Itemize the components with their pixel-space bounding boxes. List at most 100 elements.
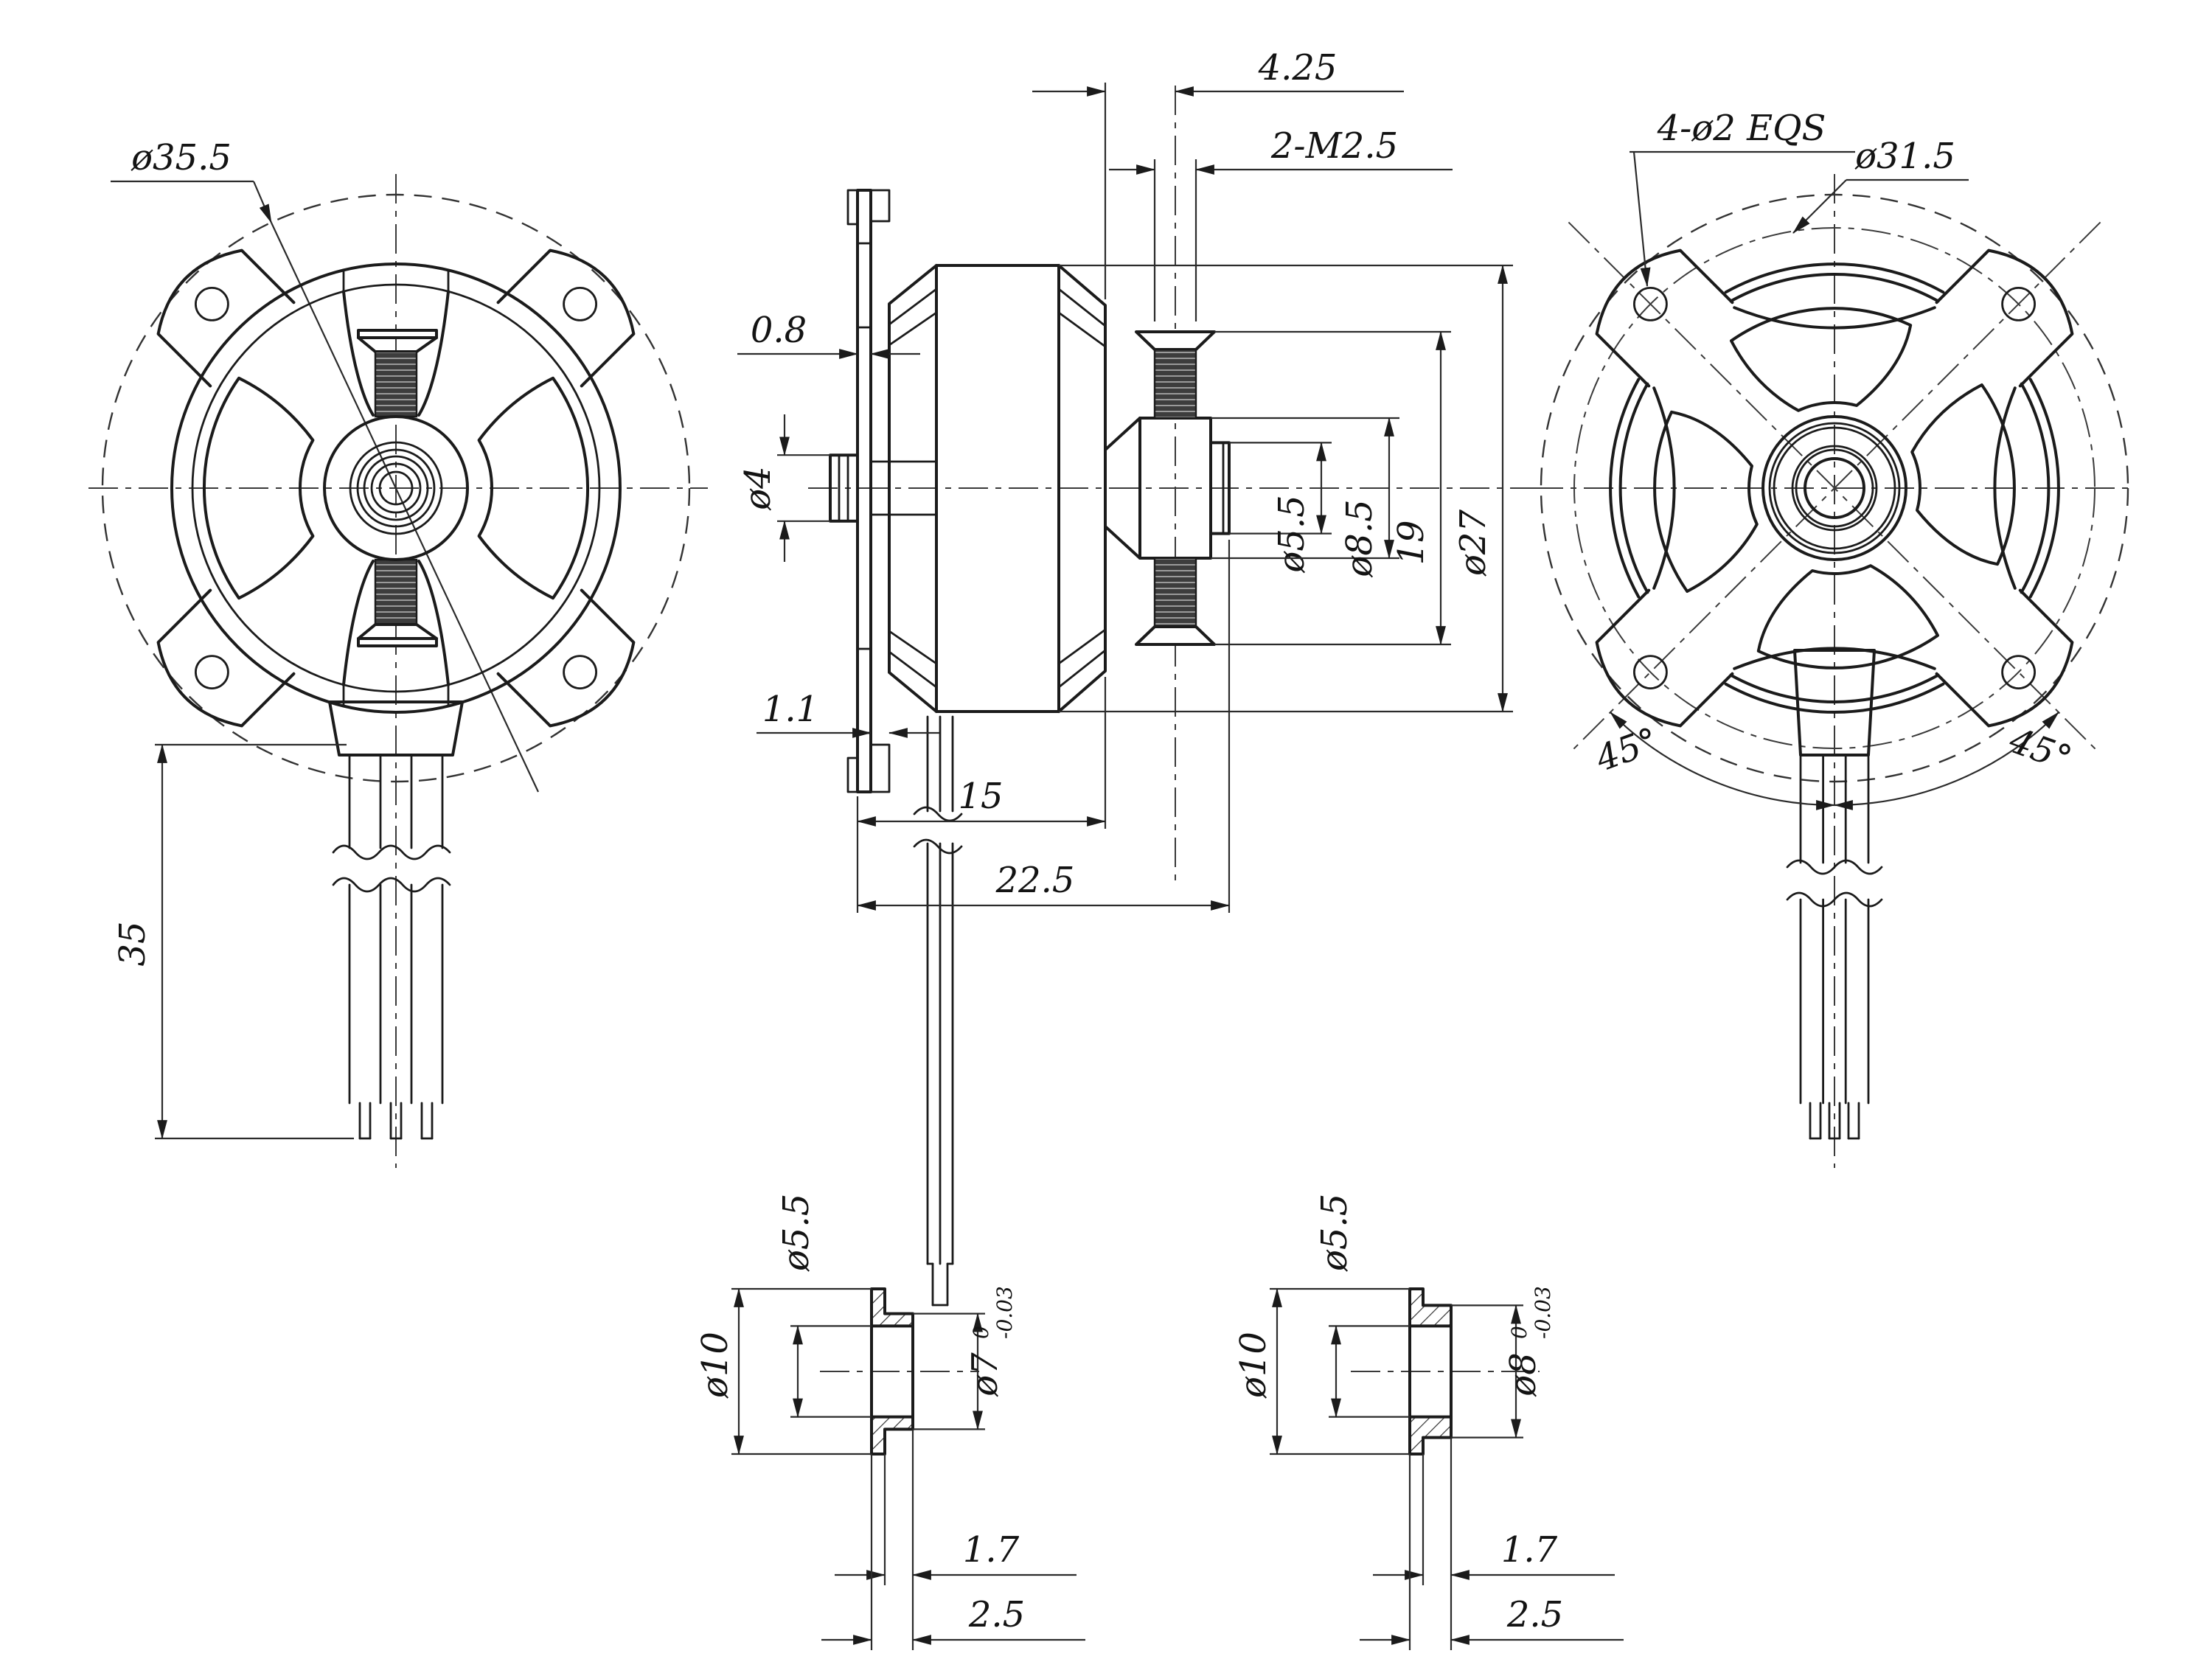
leader-arrow [252,181,273,223]
back-diagonal-centerline [1568,221,2101,755]
front-screw-cup-south [342,560,450,707]
label-bolt-circle-group: ø31.5 [1792,136,1969,234]
front-hub [323,415,469,561]
front-cutout-east [477,376,590,600]
dim-adapter7-total-length: 2.5 [968,1594,1025,1635]
dim-adapter7-flange: ø10 [695,1332,736,1399]
dim-rear-shaft-diameter: ø4 [737,466,779,510]
dim-wire-length: 35 [112,921,153,966]
dim-mount-tab-thickness: 1.1 [762,689,818,730]
dim-adapter8-bore: ø5.5 [1314,1194,1355,1272]
dim-adapter8-tol-lower: -0.03 [1531,1286,1555,1339]
back-mount-hole [2001,286,2037,321]
dim-screw-spec-group: 2-M2.5 [1109,125,1453,321]
dim-angle-left: 45° [1590,720,1663,780]
front-wires [328,700,464,1140]
dim-adapter7-boss-length: 1.7 [963,1529,1020,1571]
front-mount-tabs [156,248,636,728]
dim-plate-thickness-group: 0.8 [737,310,920,359]
back-bearing-boss [1761,415,1907,561]
dim-screw-spec: 2-M2.5 [1270,125,1398,167]
adapter8-flange-dim: ø10 [1233,1287,1410,1455]
side-rear-bell [869,264,938,713]
leader-extension [271,222,539,793]
dim-adapter8-total-length: 2.5 [1506,1594,1563,1635]
front-view: ø35.5 [88,137,708,1168]
dim-plate-thickness: 0.8 [751,310,807,351]
dim-screw-head-span: 19 [1391,520,1432,565]
dim-length-225-group: 22.5 [856,540,1231,913]
front-mount-hole [563,286,597,321]
front-prop-screw-bottom [357,558,438,647]
dim-adapter8-boss: ø8 [1503,1352,1544,1397]
wire-break-line [332,844,451,860]
front-mount-hole [563,655,597,689]
dim-angle-right: 45° [2003,720,2077,780]
back-mount-hole [2001,655,2037,689]
dim-hub-offset-group: 4.25 [1032,47,1404,299]
dim-hub-diameter: ø8.5 [1339,499,1380,577]
back-mount-hole [1632,655,1668,689]
adapter7-total-length-dim: 2.5 [821,1454,1085,1650]
dim-adapter8-flange: ø10 [1233,1332,1274,1399]
front-body-inner-circle [191,283,601,693]
dim-mount-face-to-front: 15 [958,776,1003,817]
adapter8-bore-dim: ø5.5 [1314,1194,1410,1418]
dim-wire-length-group: 35 [112,743,354,1140]
dim-hub-offset: 4.25 [1258,47,1338,88]
back-mount-hole [1632,286,1668,321]
dim-envelope-diameter: ø35.5 [131,137,232,178]
wire-break-line [1786,859,1883,875]
side-mount-plate [846,189,891,793]
label-mount-holes: 4-ø2 EQS [1657,108,1826,149]
front-mount-hole [194,655,229,689]
dim-screw-span-group: 19 [1214,330,1451,646]
dim-body-diameter: ø27 [1453,509,1494,577]
wire-break-line [332,877,451,893]
front-prop-screw-top [357,329,438,418]
adapter8-total-length-dim: 2.5 [1360,1454,1624,1650]
adapter-detail-8: ø5.5 ø10 ø8 0 -0.03 1.7 [1233,1194,1624,1650]
front-envelope-circle [101,193,691,783]
side-prop-screw-bottom [1135,557,1216,646]
dim-tab-thickness-group: 1.1 [757,689,939,738]
back-view: 45° 45° 4-ø2 EQS ø31.5 [1534,108,2135,1168]
dim-body-diameter-group: ø27 [1059,264,1513,713]
side-wires [913,715,963,1307]
dim-adapter7-tol-upper: 0 [969,1326,993,1339]
dim-length-15-group: 15 [856,677,1107,913]
dim-overall-length: 22.5 [995,860,1075,901]
adapter7-boss-dim: ø7 0 -0.03 [913,1286,1017,1430]
wire-break-line [913,838,963,855]
adapter7-flange-dim: ø10 [695,1287,872,1455]
side-rear-shaft [829,453,859,523]
side-motor-can [935,264,1060,713]
dim-hub-diameter-group: ø8.5 [1211,417,1399,578]
label-mount-holes-group: 4-ø2 EQS [1630,108,1855,288]
dim-angle-group: 45° 45° [1590,712,2077,810]
dim-adapter7-boss: ø7 [964,1352,1006,1397]
adapter7-boss-length-dim: 1.7 [835,1429,1077,1585]
wire-break-line [913,806,963,822]
dim-adapter7-tol-lower: -0.03 [992,1286,1017,1339]
wire-break-line [1786,891,1883,908]
dim-adapter8-tol-upper: 0 [1507,1326,1531,1339]
dim-bolt-circle-diameter: ø31.5 [1854,136,1955,177]
front-body-circle [170,262,622,714]
back-kidney-cutouts [1653,307,2016,669]
adapter8-boss-length-dim: 1.7 [1373,1437,1615,1585]
back-can-edge [1609,262,2060,714]
side-prop-screw-top [1135,330,1216,420]
dim-rear-shaft-group: ø4 [737,414,830,562]
dim-adapter7-bore: ø5.5 [776,1194,817,1272]
front-mount-hole [194,286,229,321]
adapter7-bore-dim: ø5.5 [776,1194,872,1418]
front-cutout-west [202,376,315,600]
dim-shaft-diameter-group: ø5.5 [1229,442,1332,574]
dim-adapter8-boss-length: 1.7 [1501,1529,1558,1571]
adapter8-boss-dim: ø8 0 -0.03 [1451,1286,1555,1439]
adapter-detail-7: ø5.5 ø10 ø7 0 -0.03 1.7 [695,1194,1085,1650]
front-screw-cup-north [342,268,450,417]
